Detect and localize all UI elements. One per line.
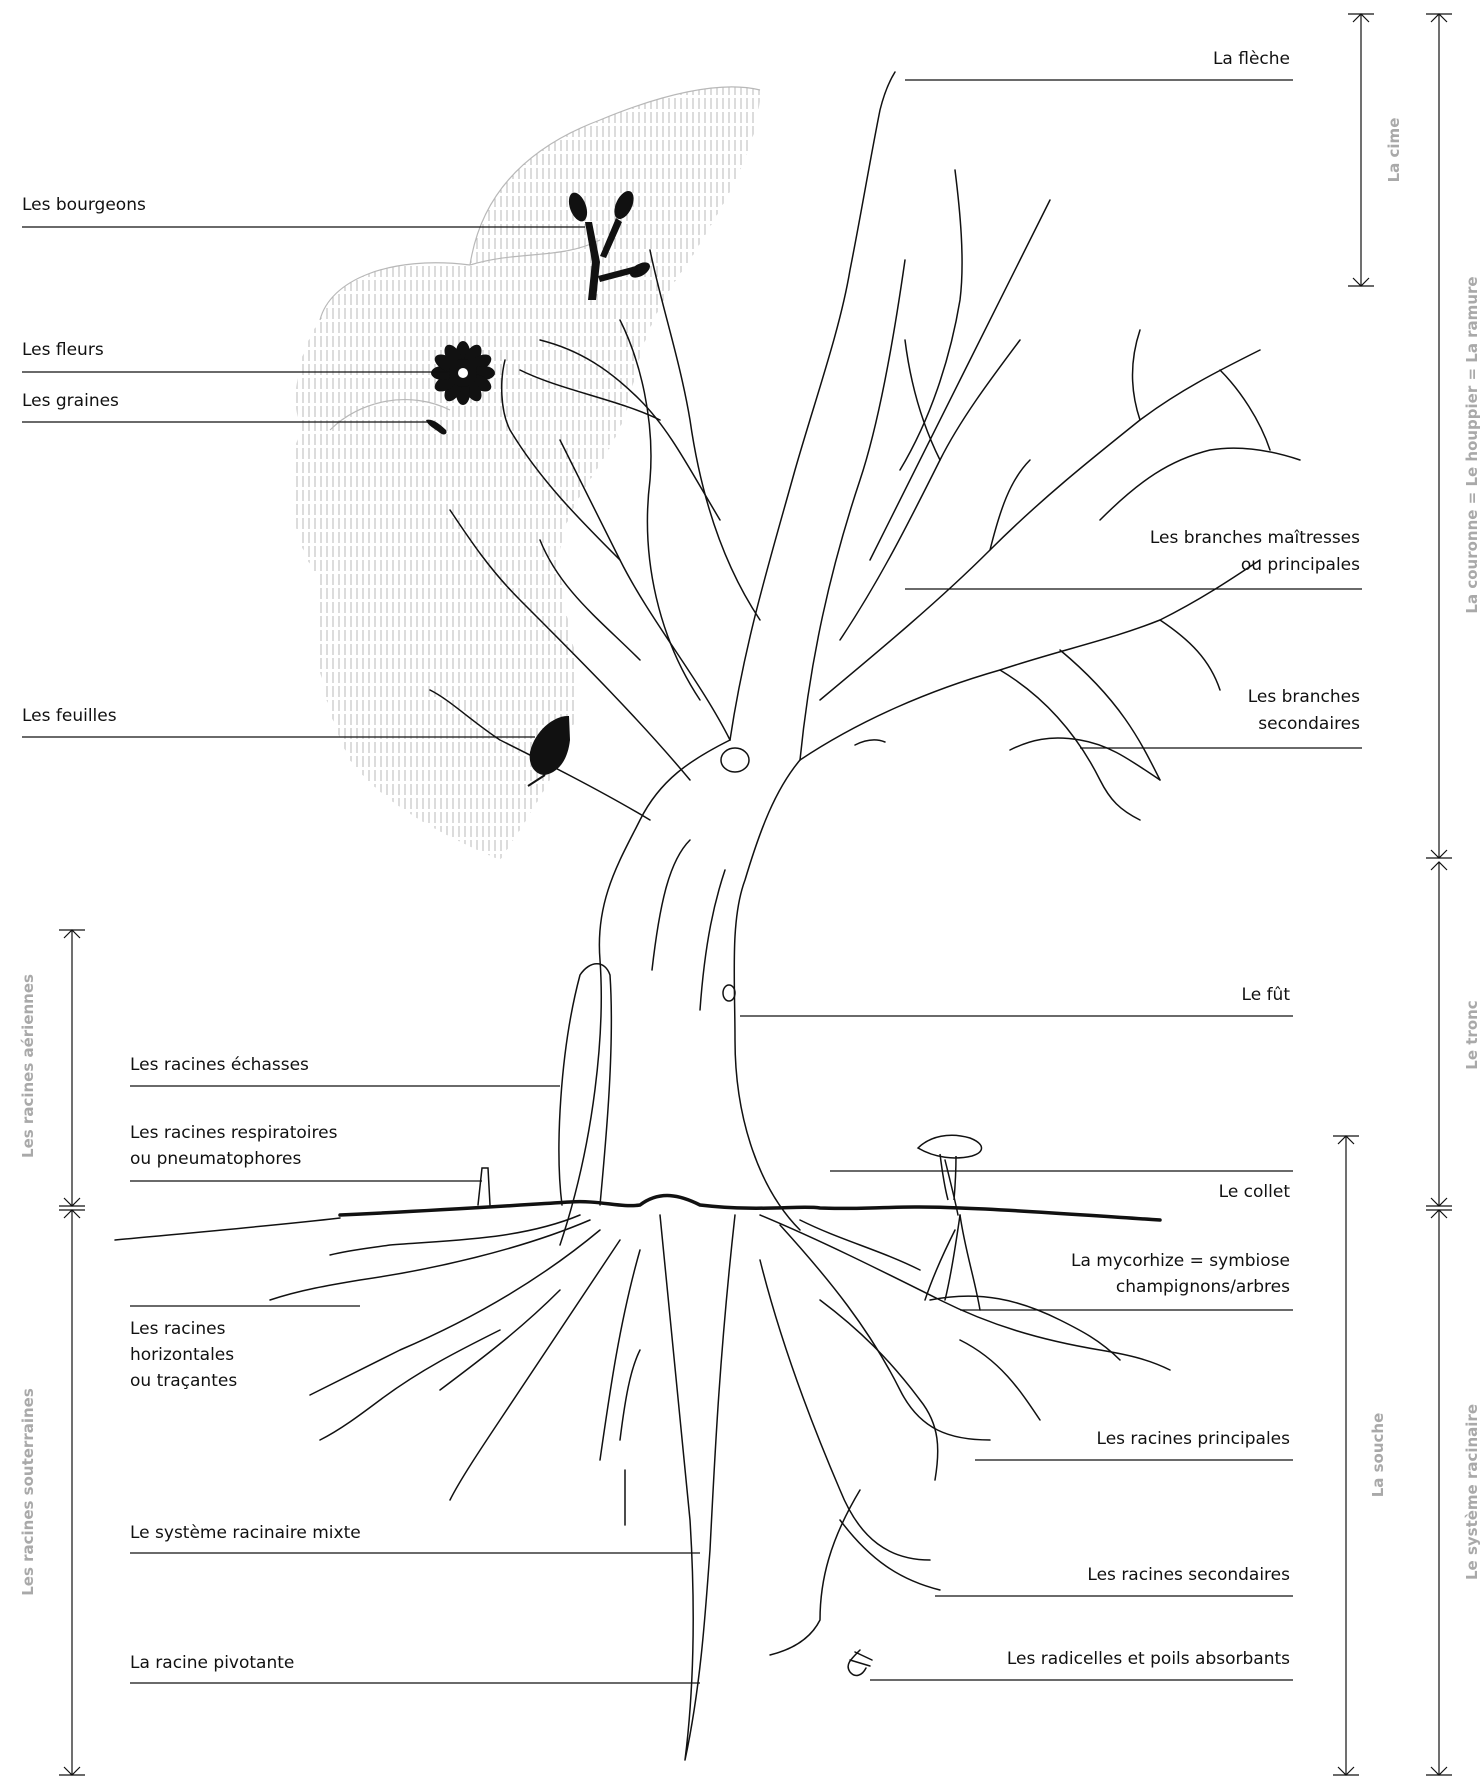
- label-racines-respiratoires-2: ou pneumatophores: [130, 1146, 301, 1173]
- label-racine-pivotante: La racine pivotante: [130, 1650, 294, 1677]
- label-racines-principales: Les racines principales: [1097, 1426, 1290, 1453]
- label-racines-horizontales-1: Les racines: [130, 1316, 225, 1343]
- label-racines-horizontales-2: horizontales: [130, 1342, 234, 1369]
- label-systeme-mixte: Le système racinaire mixte: [130, 1520, 361, 1547]
- label-graines: Les graines: [22, 388, 119, 415]
- label-fleche: La flèche: [1213, 46, 1290, 73]
- label-branches-secondaires-2: secondaires: [1258, 711, 1360, 738]
- label-fut: Le fût: [1242, 982, 1290, 1009]
- bracket-label-systeme-racinaire: Le système racinaire: [1463, 1404, 1481, 1580]
- label-racines-echasses: Les racines échasses: [130, 1052, 309, 1079]
- label-mycorhize-2: champignons/arbres: [1116, 1274, 1290, 1301]
- label-radicelles: Les radicelles et poils absorbants: [1007, 1646, 1290, 1673]
- bracket-label-couronne: La couronne = Le houppier = La ramure: [1463, 276, 1481, 613]
- label-branches-secondaires-1: Les branches: [1248, 684, 1360, 711]
- dimension-brackets: [59, 14, 1452, 1775]
- label-collet: Le collet: [1219, 1179, 1290, 1206]
- label-feuilles: Les feuilles: [22, 703, 117, 730]
- bracket-label-cime: La cime: [1385, 118, 1403, 183]
- ground-line: [115, 1168, 1160, 1240]
- label-racines-horizontales-3: ou traçantes: [130, 1368, 237, 1395]
- mushroom-icon: [918, 1135, 982, 1200]
- bracket-label-tronc: Le tronc: [1463, 1000, 1481, 1069]
- label-racines-respiratoires-1: Les racines respiratoires: [130, 1120, 337, 1147]
- label-mycorhize-1: La mycorhize = symbiose: [1071, 1248, 1290, 1275]
- bracket-label-racines-aeriennes: Les racines aériennes: [19, 974, 37, 1158]
- roots: [270, 964, 1170, 1760]
- label-bourgeons: Les bourgeons: [22, 192, 146, 219]
- bracket-label-souche: La souche: [1369, 1413, 1387, 1498]
- label-branches-maitresses-2: ou principales: [1241, 552, 1360, 579]
- label-racines-secondaires: Les racines secondaires: [1087, 1562, 1290, 1589]
- foliage: [292, 87, 760, 860]
- bracket-label-racines-souterraines: Les racines souterraines: [19, 1388, 37, 1596]
- label-fleurs: Les fleurs: [22, 337, 104, 364]
- label-branches-maitresses-1: Les branches maîtresses: [1150, 525, 1360, 552]
